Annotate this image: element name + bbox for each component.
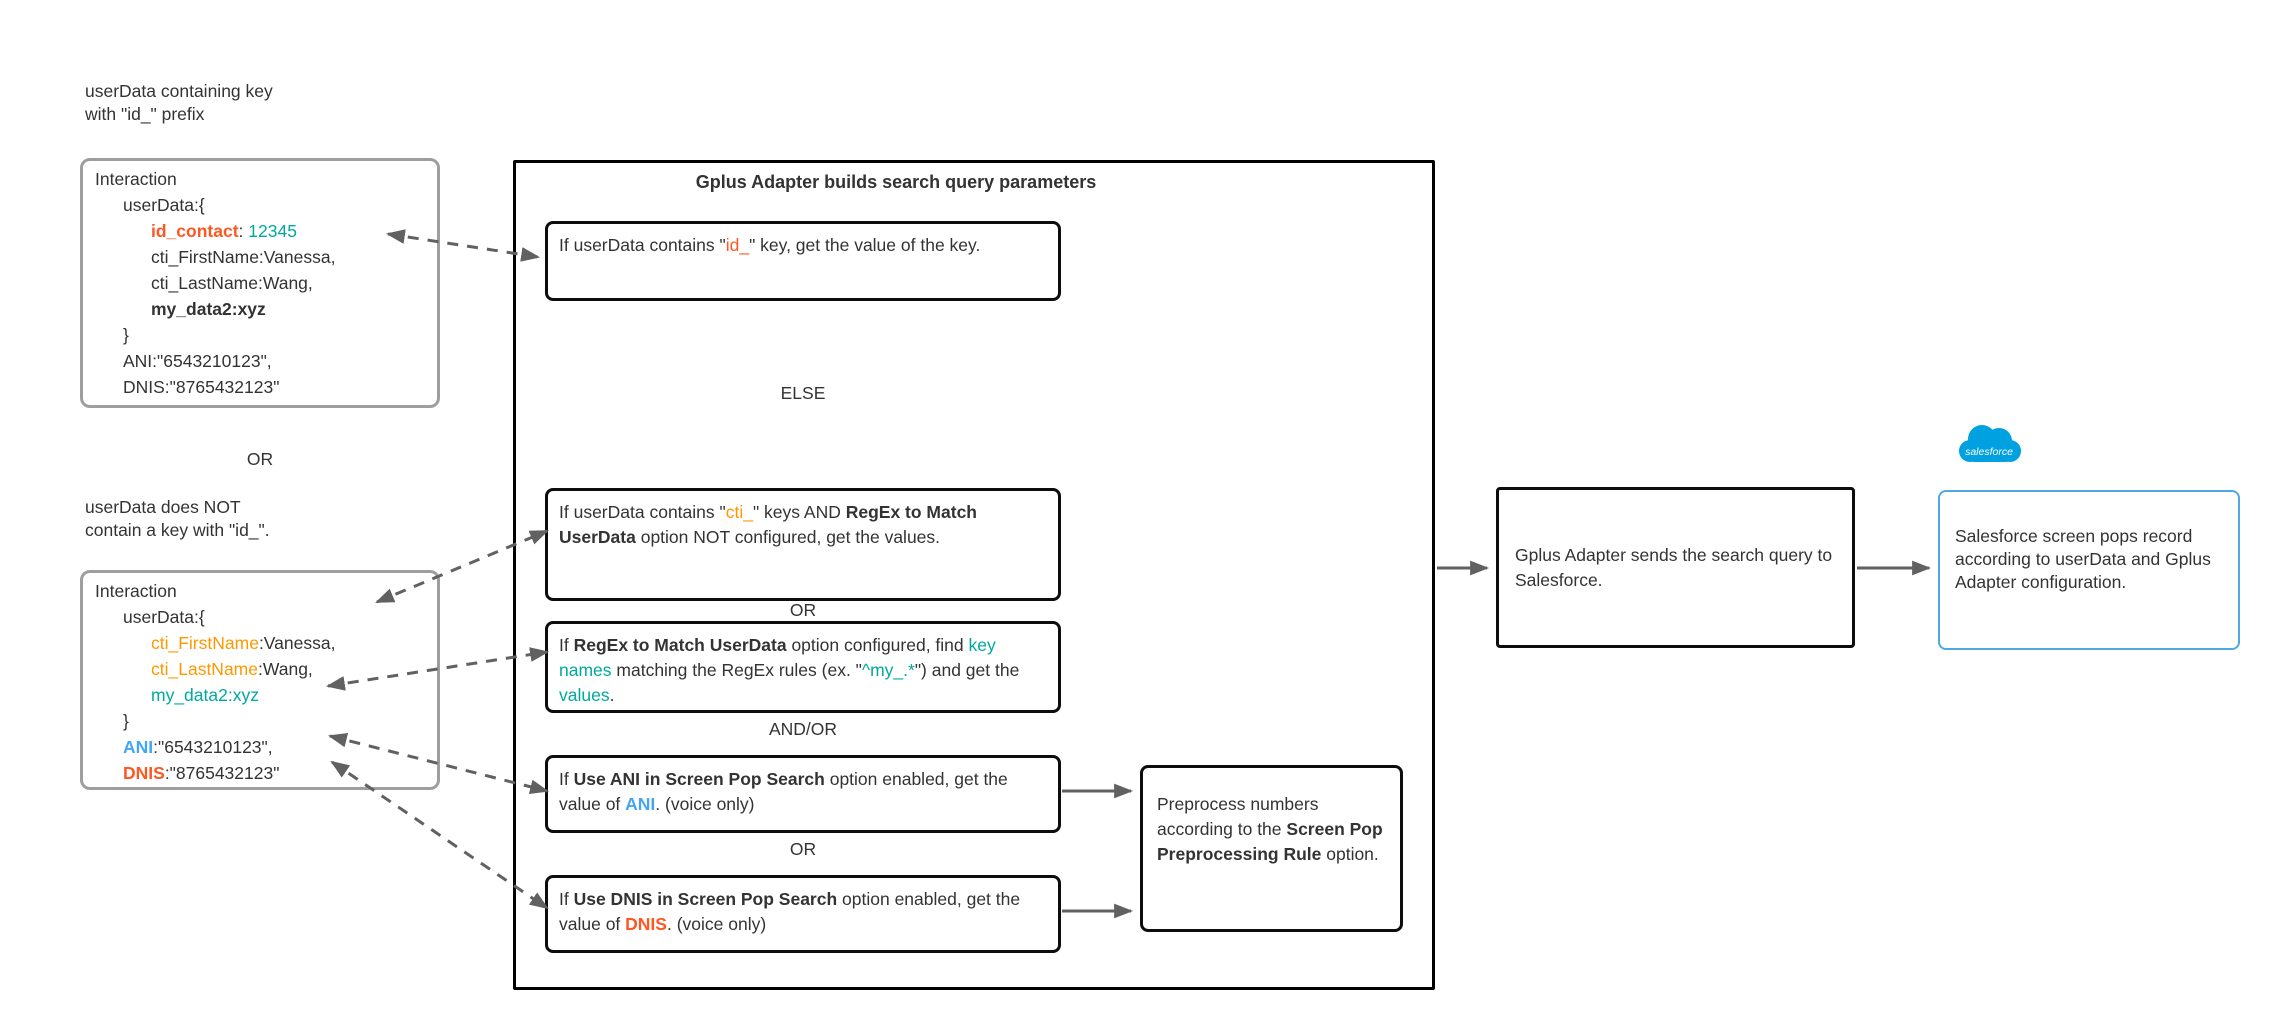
code-line: userData:{ <box>123 607 205 627</box>
code-line: } <box>123 325 129 345</box>
interaction-box-with-id: Interaction userData:{ id_contact: 12345 ct… <box>80 158 440 408</box>
step-regex: If RegEx to Match UserData option config… <box>545 621 1061 713</box>
code-line: Interaction <box>95 581 177 601</box>
code-line: ANI:"6543210123", <box>123 737 273 757</box>
code-line: cti_FirstName:Vanessa, <box>151 247 336 267</box>
flow-title: Gplus Adapter builds search query parame… <box>695 172 1097 192</box>
code-line: my_data2:xyz <box>151 299 266 319</box>
code-line: id_contact: 12345 <box>151 221 297 241</box>
userdata-no-id-label: userData does NOT contain a key with "id… <box>85 496 270 542</box>
userdata-no-id-label-line2: contain a key with "id_". <box>85 520 270 540</box>
step-dnis: If Use DNIS in Screen Pop Search option … <box>545 875 1061 953</box>
code-line: cti_FirstName:Vanessa, <box>151 633 336 653</box>
code-line: ANI:"6543210123", <box>123 351 272 371</box>
salesforce-logo-text: salesforce <box>1965 446 2013 458</box>
connector-or-1: OR <box>789 600 817 620</box>
userdata-id-label-line1: userData containing key <box>85 81 273 101</box>
send-query-text: Gplus Adapter sends the search query to … <box>1515 544 1833 590</box>
salesforce-result-box: Salesforce screen pops record according … <box>1938 490 2240 650</box>
userdata-id-label: userData containing key with "id_" prefi… <box>85 80 273 126</box>
code-line: cti_LastName:Wang, <box>151 273 313 293</box>
code-line: userData:{ <box>123 195 205 215</box>
code-line: my_data2:xyz <box>151 685 259 705</box>
code-line: DNIS:"8765432123" <box>123 377 280 397</box>
step-ani: If Use ANI in Screen Pop Search option e… <box>545 755 1061 833</box>
step-id-key: If userData contains "id_" key, get the … <box>545 221 1061 301</box>
connector-or-2: OR <box>789 839 817 859</box>
code-line: DNIS:"8765432123" <box>123 763 280 783</box>
adapter-flow-box: Gplus Adapter builds search query parame… <box>513 160 1435 990</box>
code-line: Interaction <box>95 169 177 189</box>
connector-else: ELSE <box>780 383 826 403</box>
userdata-no-id-label-line1: userData does NOT <box>85 497 241 517</box>
step-cti-keys: If userData contains "cti_" keys AND Reg… <box>545 488 1061 601</box>
code-line: cti_LastName:Wang, <box>151 659 313 679</box>
connector-and-or: AND/OR <box>768 719 838 739</box>
userdata-id-label-line2: with "id_" prefix <box>85 104 205 124</box>
send-query-box: Gplus Adapter sends the search query to … <box>1496 487 1855 648</box>
code-line: } <box>123 711 129 731</box>
preprocess-box: Preprocess numbers according to the Scre… <box>1140 765 1403 932</box>
interaction-box-without-id: Interaction userData:{ cti_FirstName:Vanes… <box>80 570 440 790</box>
salesforce-cloud-icon: salesforce <box>1956 422 2022 468</box>
or-separator: OR <box>246 449 274 469</box>
